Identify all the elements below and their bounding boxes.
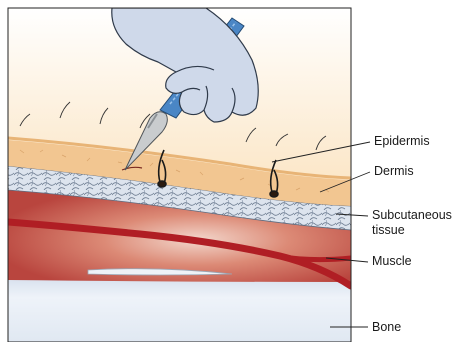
label-subcutaneous-line1: Subcutaneous bbox=[372, 208, 452, 223]
label-muscle: Muscle bbox=[372, 254, 412, 269]
label-subcutaneous-line2: tissue bbox=[372, 223, 405, 238]
label-epidermis: Epidermis bbox=[374, 134, 430, 149]
label-dermis: Dermis bbox=[374, 164, 414, 179]
label-bone: Bone bbox=[372, 320, 401, 335]
